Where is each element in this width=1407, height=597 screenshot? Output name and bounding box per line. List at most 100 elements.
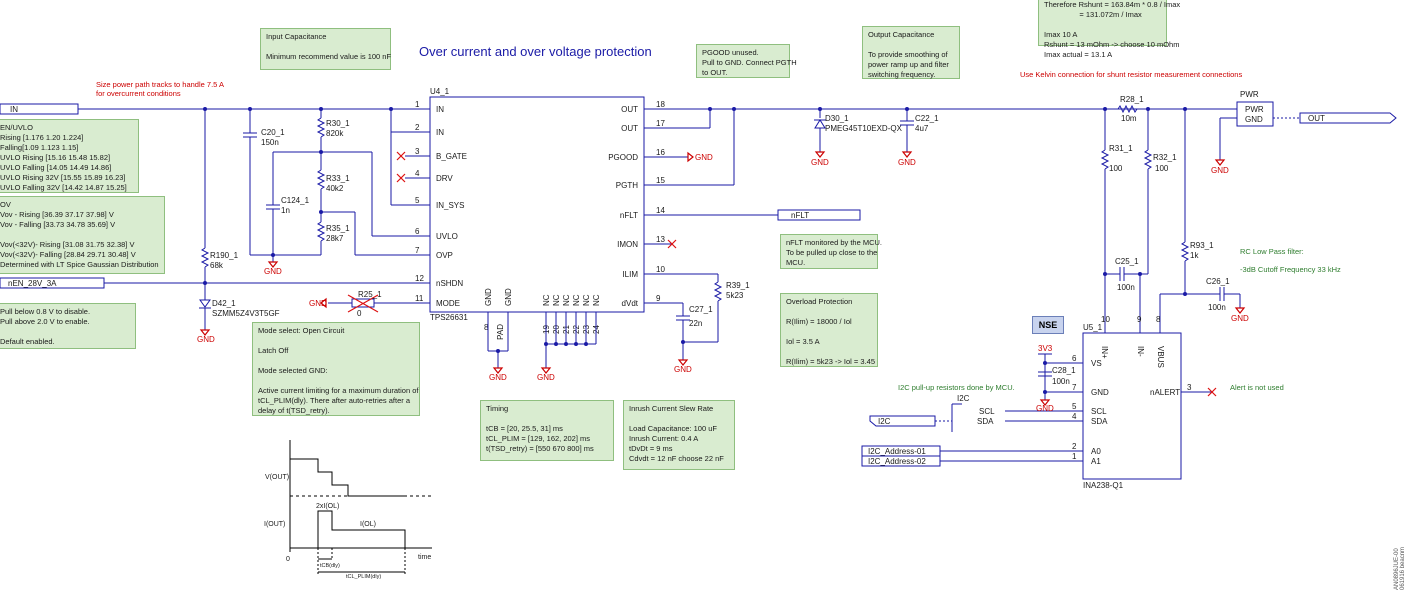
u4-pin-name: UVLO	[436, 232, 458, 241]
net-out-port	[1299, 112, 1397, 124]
gnd-label-c26: GND	[1231, 314, 1249, 323]
note-nflt: nFLT monitored by the MCU. To be pulled …	[780, 234, 882, 269]
u4-pin-num: 2	[415, 123, 420, 132]
c25-value: 100n	[1117, 283, 1135, 292]
r35-value: 28k7	[326, 234, 344, 243]
r28-ref: R28_1	[1120, 95, 1144, 104]
text-alert: Alert is not used	[1230, 383, 1284, 392]
net-addr2-label: I2C_Address-02	[868, 457, 926, 466]
r35-ref: R35_1	[326, 224, 350, 233]
net-3v3-label: 3V3	[1038, 344, 1053, 353]
u5-ic-body	[1082, 332, 1182, 480]
r33-value: 40k2	[326, 184, 344, 193]
u4-pin-name: NC	[592, 294, 601, 306]
c124-ref: C124_1	[281, 196, 310, 205]
u5-part: INA238-Q1	[1083, 481, 1124, 490]
net-nflt-port	[777, 209, 861, 221]
u4-pin-num: 7	[415, 246, 420, 255]
td-tcl: tCL_PLIM(dly)	[346, 574, 381, 580]
r31-ref: R31_1	[1109, 144, 1133, 153]
u4-pin-name: IN_SYS	[436, 201, 464, 210]
u5-pin-gnd-num: 7	[1072, 383, 1077, 392]
r31-value: 100	[1109, 164, 1123, 173]
note-ov: OV Vov - Rising [36.39 37.17 37.98] V Vo…	[0, 196, 165, 274]
u4-pin-name: IMON	[617, 240, 638, 249]
u4-ref: U4_1	[430, 87, 450, 96]
net-in-label: IN	[10, 105, 18, 114]
net-nen-port	[0, 277, 105, 289]
r28-value: 10m	[1121, 114, 1137, 123]
u4-pin-name: dVdt	[622, 299, 639, 308]
net-out-label: OUT	[1308, 114, 1325, 123]
nc-mark-nalert	[1207, 387, 1217, 397]
u5-pin-nalert-num: 3	[1187, 383, 1192, 392]
u4-pin-name: NC	[582, 294, 591, 306]
u4-pin-name: OVP	[436, 251, 453, 260]
u4-pin-name: NC	[572, 294, 581, 306]
d42-value: SZMM5Z4V3T5GF	[212, 309, 280, 318]
u4-pin-name: DRV	[436, 174, 453, 183]
gnd-label-c22: GND	[898, 158, 916, 167]
u4-pin-num: 5	[415, 196, 420, 205]
d30-ref: D30_1	[825, 114, 849, 123]
r25-ref: R25_1	[358, 290, 382, 299]
r25-dnp-mark	[347, 294, 379, 313]
u4-pin-num: 12	[415, 274, 424, 283]
r39-ref: R39_1	[726, 281, 750, 290]
u4-part: TPS26631	[430, 313, 468, 322]
c20-ref: C20_1	[261, 128, 285, 137]
note-mode: Mode select: Open Circuit Latch Off Mode…	[252, 322, 420, 416]
u4-pin-name: NC	[542, 294, 551, 306]
text-kelvin: Use Kelvin connection for shunt resistor…	[1020, 70, 1243, 79]
u5-pin-scl-num: 5	[1072, 402, 1077, 411]
u5-pin-vbus-num: 8	[1156, 315, 1161, 324]
u4-pin-num: 10	[656, 265, 665, 274]
net-addr2-port	[861, 455, 941, 467]
r93-ref: R93_1	[1190, 241, 1214, 250]
r32-ref: R32_1	[1153, 153, 1177, 162]
td-time: time	[418, 554, 431, 561]
pwr-connector-label: PWR	[1240, 90, 1259, 99]
u4-pin-name: OUT	[621, 124, 638, 133]
u4-pin-name: IN	[436, 128, 444, 137]
nc-mark-bgate	[396, 151, 406, 161]
u4-pin-name: PGTH	[616, 181, 638, 190]
r30-ref: R30_1	[326, 119, 350, 128]
u5-ref: U5_1	[1083, 323, 1103, 332]
note-output-capacitance: Output Capacitance To provide smoothing …	[862, 26, 960, 79]
nse-badge: NSE	[1032, 316, 1064, 334]
u5-pin-inm-num: 9	[1137, 315, 1142, 324]
u5-pin-inp-num: 10	[1101, 315, 1110, 324]
net-nen-label: nEN_28V_3A	[8, 279, 57, 288]
r93-value: 1k	[1190, 251, 1199, 260]
c26-ref: C26_1	[1206, 277, 1230, 286]
td-tcb: tCB(dly)	[320, 563, 340, 569]
pwr-pin-gnd: GND	[1245, 115, 1263, 124]
pwr-connector	[1236, 101, 1274, 127]
c26-value: 100n	[1208, 303, 1226, 312]
r32-value: 100	[1155, 164, 1169, 173]
net-i2c-port	[869, 415, 936, 427]
text-i2c-pullup: I2C pull-up resistors done by MCU.	[898, 383, 1015, 392]
i2c-sda-label: SDA	[977, 417, 994, 426]
net-in-port	[0, 103, 79, 115]
td-2iol: 2xI(OL)	[316, 503, 339, 510]
r25-value: 0	[357, 309, 362, 318]
u4-pin-num: 17	[656, 119, 665, 128]
d30-value: PMEG45T10EXD-QX	[825, 124, 903, 133]
td-zero: 0	[286, 556, 290, 563]
gnd-label-mode: GND	[309, 299, 327, 308]
gnd-label-pwr: GND	[1211, 166, 1229, 175]
u4-pin-num: 14	[656, 206, 665, 215]
u4-pin-name: NC	[562, 294, 571, 306]
u5-pin-vs: VS	[1091, 359, 1102, 368]
u4-pin-num: 8	[484, 323, 489, 332]
text-size-power: Size power path tracks to handle 7.5 A f…	[96, 80, 224, 98]
c124-value: 1n	[281, 206, 290, 215]
page-title: Over current and over voltage protection	[419, 44, 652, 59]
u5-pin-sda-num: 4	[1072, 412, 1077, 421]
u4-pin-num: 1	[415, 100, 420, 109]
u4-ic-body	[429, 96, 645, 313]
gnd-label-d42: GND	[197, 335, 215, 344]
